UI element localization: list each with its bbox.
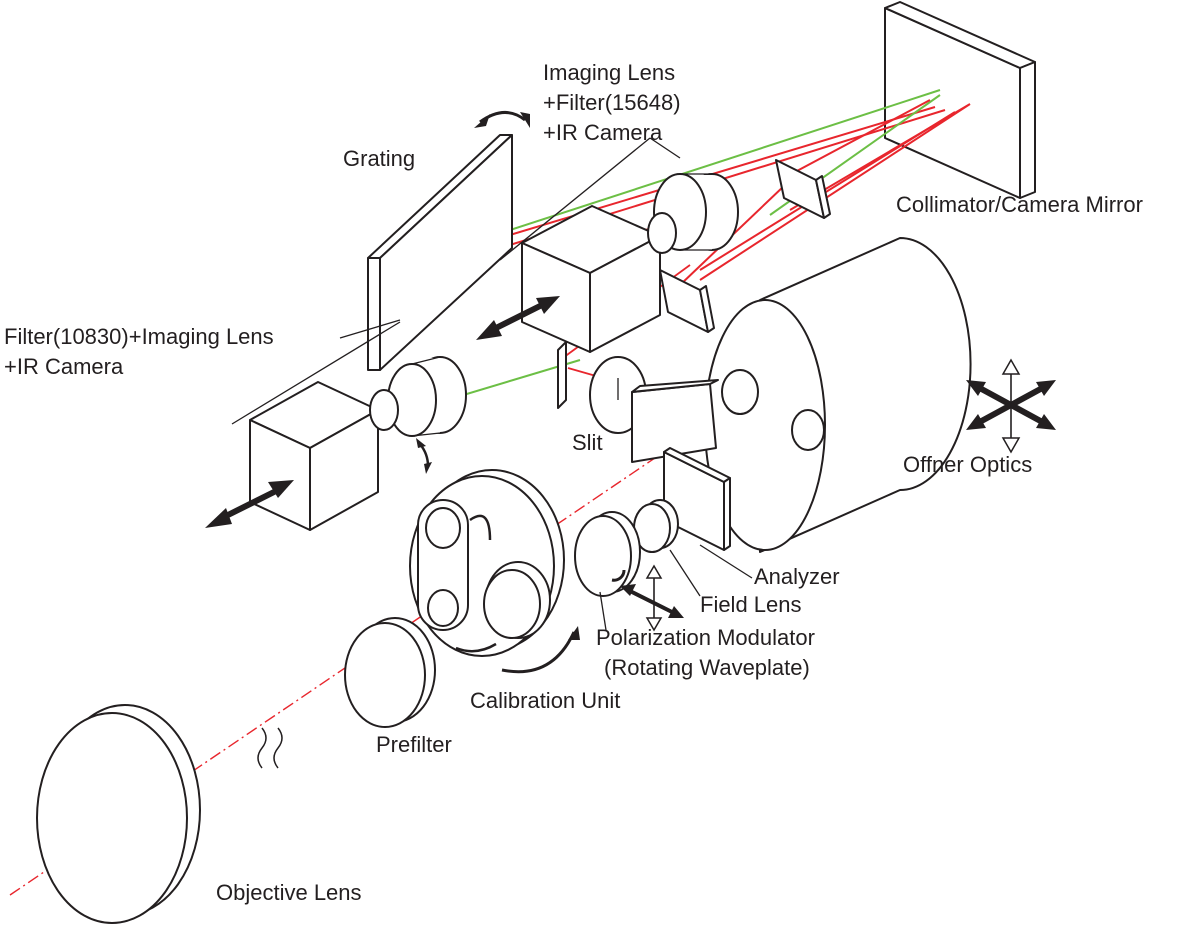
label-filter-10830-line2: +IR Camera xyxy=(4,354,124,379)
label-field-lens: Field Lens xyxy=(700,592,802,617)
fold-mirror-upper xyxy=(775,159,831,219)
label-imaging-lens-line3: +IR Camera xyxy=(543,120,663,145)
label-grating: Grating xyxy=(343,146,415,171)
ir-camera-upper xyxy=(521,205,661,353)
objective-lens xyxy=(36,704,201,924)
optical-axis xyxy=(9,379,771,896)
label-filter-10830-line1: Filter(10830)+Imaging Lens xyxy=(4,324,274,349)
ir-camera-lower xyxy=(249,381,379,531)
imaging-lens-upper xyxy=(647,173,739,254)
translation-arrows-modulator xyxy=(620,564,684,632)
slit-mount xyxy=(557,341,567,409)
polarization-modulator xyxy=(574,511,641,597)
label-prefilter: Prefilter xyxy=(376,732,452,757)
label-imaging-lens-line2: +Filter(15648) xyxy=(543,90,681,115)
prefilter xyxy=(344,617,436,728)
label-slit: Slit xyxy=(572,430,603,455)
offner-optics xyxy=(704,237,972,553)
label-calibration-unit: Calibration Unit xyxy=(470,688,620,713)
label-polarization-modulator-line1: Polarization Modulator xyxy=(596,625,815,650)
calibration-unit xyxy=(409,469,565,657)
offner-front-block xyxy=(631,379,719,463)
translation-arrows-offner xyxy=(966,358,1056,454)
collimator-mirror xyxy=(884,1,1036,199)
label-collimator-mirror: Collimator/Camera Mirror xyxy=(896,192,1143,217)
analyzer xyxy=(663,447,731,551)
label-objective-lens: Objective Lens xyxy=(216,880,362,905)
label-offner-optics: Offner Optics xyxy=(903,452,1032,477)
labels: Imaging Lens +Filter(15648) +IR Camera G… xyxy=(4,60,1143,905)
field-lens xyxy=(633,499,679,553)
rotation-arrow-grating xyxy=(474,111,530,128)
leader-lines xyxy=(231,137,753,631)
translation-arrow-lower-camera xyxy=(205,480,294,528)
label-imaging-lens-line1: Imaging Lens xyxy=(543,60,675,85)
imaging-lens-lower xyxy=(369,356,467,437)
grating xyxy=(367,134,513,371)
translation-arrow-upper-camera xyxy=(476,296,560,340)
rotation-arrow-lens xyxy=(416,438,432,474)
label-polarization-modulator-line2: (Rotating Waveplate) xyxy=(604,655,810,680)
label-analyzer: Analyzer xyxy=(754,564,840,589)
rotation-arrows-calibration xyxy=(455,514,580,674)
fold-mirror-lower xyxy=(659,269,715,333)
